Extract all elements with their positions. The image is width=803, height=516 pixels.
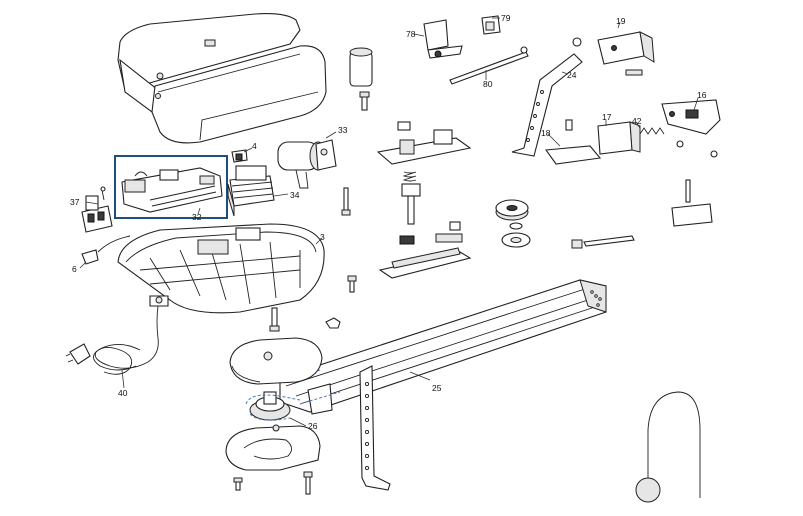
trolley-base <box>378 221 472 279</box>
highlight-box <box>114 155 228 219</box>
callout-78: 78 <box>406 29 416 39</box>
door-arm <box>511 37 583 157</box>
trolley-top <box>376 121 472 165</box>
callout-6: 6 <box>72 264 77 274</box>
bracket-19 <box>597 31 655 76</box>
callout-33: 33 <box>338 125 348 135</box>
screws-base <box>269 275 357 332</box>
plate-18 <box>544 119 602 165</box>
callout-26: 26 <box>308 421 318 431</box>
callout-17: 17 <box>602 112 612 122</box>
spring-42 <box>639 127 665 135</box>
bracket-17 <box>597 121 641 155</box>
screws-bottom <box>233 471 313 495</box>
terminal-block <box>81 186 113 233</box>
callout-4: 4 <box>252 141 257 151</box>
long-bolt <box>341 187 635 249</box>
small-cap-6 <box>81 235 131 265</box>
trolley-spring <box>401 171 421 225</box>
bracket-16 <box>661 99 721 135</box>
base-plate <box>117 223 325 314</box>
spacer <box>349 47 373 111</box>
power-cord <box>65 305 159 375</box>
leader-lines <box>79 17 699 427</box>
callout-25: 25 <box>432 383 442 393</box>
release-cord <box>635 391 701 503</box>
rod-80 <box>449 46 529 85</box>
callout-37: 37 <box>70 197 80 207</box>
callout-40: 40 <box>118 388 128 398</box>
transformer <box>227 165 275 217</box>
pulley-cover-lower <box>225 424 321 471</box>
bracket-78 <box>423 19 463 59</box>
clip-79 <box>481 15 501 35</box>
callout-19: 19 <box>616 16 626 26</box>
callout-24: 24 <box>567 70 577 80</box>
motor <box>277 139 337 189</box>
callout-3: 3 <box>320 232 325 242</box>
callout-42: 42 <box>632 116 642 126</box>
rail-end-bracket <box>671 140 718 227</box>
callout-16: 16 <box>697 90 707 100</box>
control-board <box>121 167 223 213</box>
callout-32: 32 <box>192 212 202 222</box>
callout-80: 80 <box>483 79 493 89</box>
small-bracket-4 <box>231 149 248 163</box>
rail-hanger <box>359 365 391 491</box>
motor-housing-cover <box>117 13 327 144</box>
pulley-cover-upper <box>229 337 323 385</box>
callout-18: 18 <box>541 128 551 138</box>
callout-34: 34 <box>290 190 300 200</box>
gear-wheel <box>495 199 531 248</box>
callout-79: 79 <box>501 13 511 23</box>
rail <box>279 279 607 415</box>
sprocket-26 <box>245 391 301 421</box>
